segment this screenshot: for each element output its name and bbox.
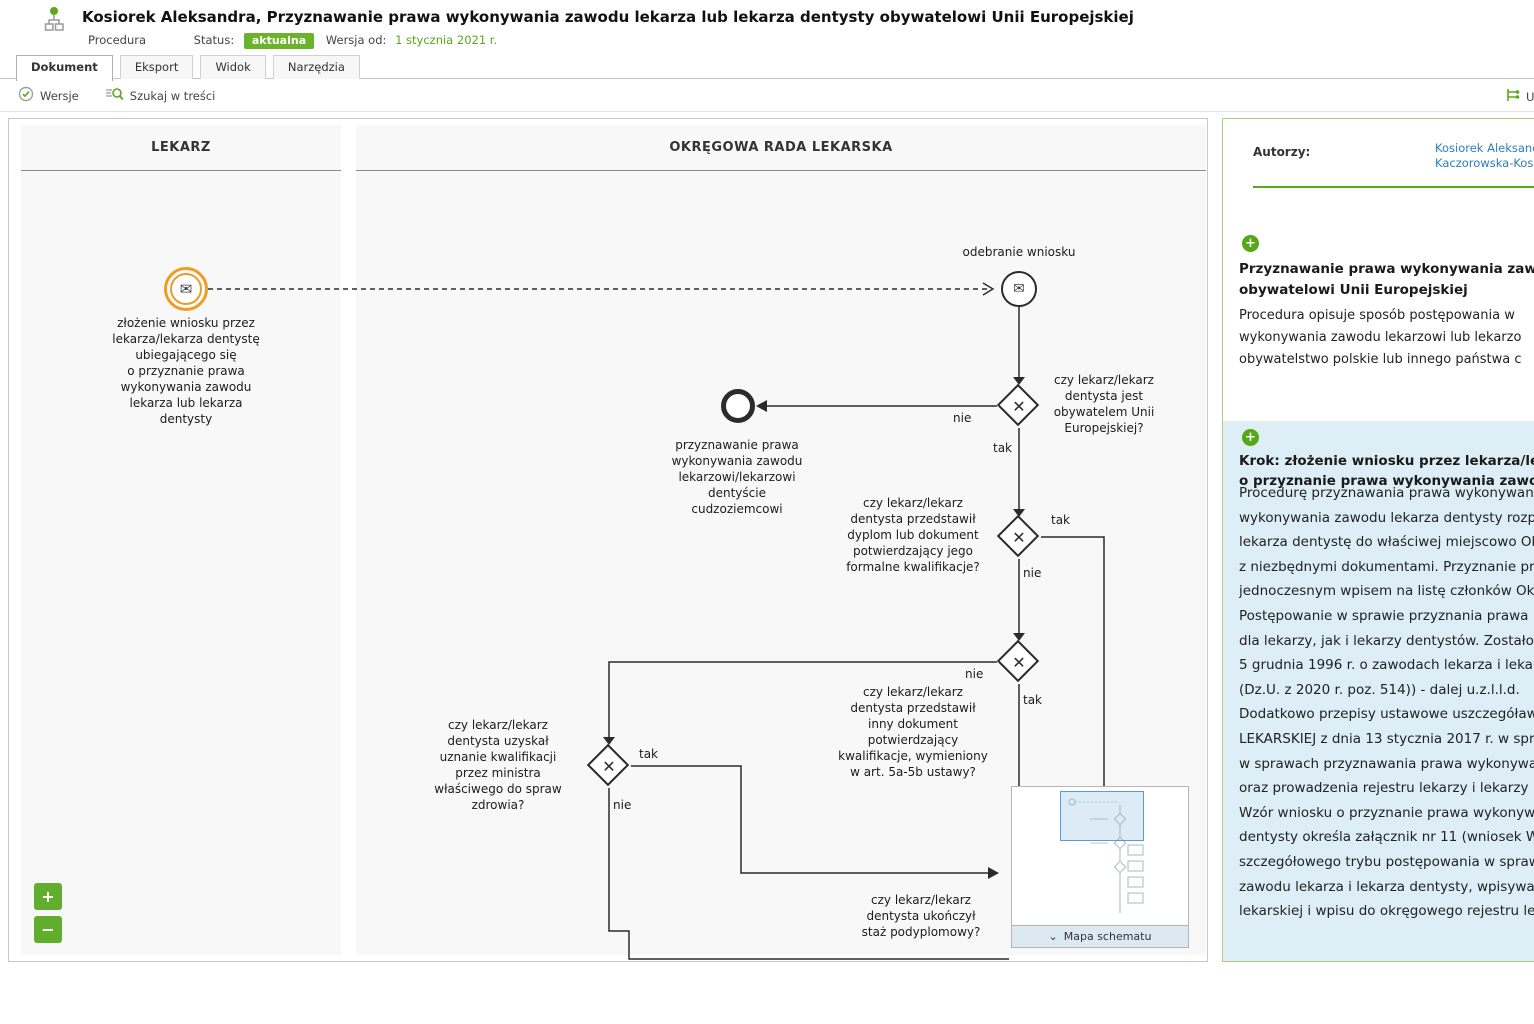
edge-label-nie: nie [613,798,632,812]
envelope-icon: ✉ [1013,281,1025,297]
step-title: Krok: złożenie wniosku przez lekarza/lek… [1239,453,1534,489]
zoom-out-button[interactable]: − [34,916,62,943]
edge-label-tak: tak [1051,513,1071,527]
gateway-minister-recognition[interactable]: ✕ [586,743,631,788]
tab-dokument[interactable]: Dokument [16,55,113,81]
tab-widok[interactable]: Widok [200,55,266,79]
edge-label-tak: tak [993,441,1013,455]
versions-button[interactable]: Wersje [18,86,79,105]
gateway-x-icon: ✕ [602,756,616,776]
tab-eksport[interactable]: Eksport [119,55,194,79]
chevron-down-icon: ⌄ [1048,930,1058,943]
version-label: Wersja od: [325,33,387,47]
minimap-toggle[interactable]: ⌄ Mapa schematu [1011,926,1189,948]
gateway-minister-label: czy lekarz/lekarz dentysta uzyskał uznan… [434,718,562,812]
author-links[interactable]: Kosiorek Aleksandra, Kaczorowska-Kossows… [1435,141,1534,170]
start-event-label: złożenie wniosku przez lekarza/lekarza d… [112,316,260,426]
authors-label: Autorzy: [1253,145,1311,159]
receive-message-event[interactable]: ✉ [1001,271,1037,307]
procedure-type-icon [44,6,72,36]
gateway-x-icon: ✕ [1012,527,1026,547]
gateway-eu-citizen-label: czy lekarz/lekarz dentysta jest obywatel… [1053,373,1155,435]
search-in-content-button[interactable]: Szukaj w treści [105,86,215,105]
expand-plus-icon[interactable]: + [1242,235,1259,252]
edge-label-nie: nie [953,411,972,425]
edge-label-nie: nie [965,667,984,681]
divider [1253,186,1534,188]
step-description-section [1223,421,1534,961]
start-event-message[interactable]: ✉ [164,267,208,311]
search-icon [105,86,124,105]
tab-narzedzia[interactable]: Narzędzia [272,55,360,79]
document-meta: Procedura Status: aktualna Wersja od: 1 … [88,33,497,49]
page-title: Kosiorek Aleksandra, Przyznawanie prawa … [82,8,1134,26]
receive-event-label: odebranie wniosku [962,245,1076,259]
doc-type-label: Procedura [88,33,147,47]
step-body: Procedurę przyznawania prawa wykonywan w… [1239,485,1534,920]
procedure-summary-title: Przyznawanie prawa wykonywania zawod oby… [1239,261,1534,298]
tree-settings-icon [1504,87,1521,106]
diagram-minimap[interactable] [1011,786,1189,926]
end-event-label: przyznawanie prawa wykonywania zawodu le… [671,438,803,516]
minimap-toggle-label: Mapa schematu [1063,930,1152,943]
gateway-x-icon: ✕ [1012,396,1026,416]
version-date: 1 stycznia 2021 r. [395,33,498,47]
minimap-preview [1068,798,1144,913]
edge-label-nie: nie [1023,566,1042,580]
gateway-diploma-label: czy lekarz/lekarz dentysta przedstawił d… [846,496,980,574]
link-end-event[interactable] [721,389,755,423]
lane-lekarz-title: LEKARZ [21,125,341,171]
zoom-in-button[interactable]: + [34,883,62,910]
envelope-icon: ✉ [179,280,193,298]
gateway-eu-citizen[interactable]: ✕ [996,383,1041,428]
diagram-panel: LEKARZ OKRĘGOWA RADA LEKARSKA [8,118,1208,962]
info-sidebar: Autorzy: Kosiorek Aleksandra, Kaczorowsk… [1222,118,1534,962]
lane-rada-title: OKRĘGOWA RADA LEKARSKA [356,125,1206,171]
authors-row: Autorzy: Kosiorek Aleksandra, Kaczorowsk… [1253,141,1534,170]
panel-toggle-button[interactable]: U [1504,87,1534,106]
lane-lekarz: LEKARZ [21,125,341,955]
expand-plus-icon[interactable]: + [1242,429,1259,446]
gateway-diploma[interactable]: ✕ [996,514,1041,559]
tab-bar: Dokument Eksport Widok Narzędzia [0,54,1534,81]
document-header: Kosiorek Aleksandra, Przyznawanie prawa … [0,0,1534,54]
gateway-x-icon: ✕ [1012,652,1026,672]
edge-label-tak: tak [639,747,659,761]
gateway-other-document-label: czy lekarz/lekarz dentysta przedstawił i… [838,685,988,779]
status-label: Status: [193,33,235,47]
edge-label-tak: tak [1023,693,1043,707]
gateway-internship-label: czy lekarz/lekarz dentysta ukończył staż… [861,893,981,939]
flow-connectors [208,282,1105,960]
document-toolbar: Wersje Szukaj w treści U [0,80,1534,112]
status-badge: aktualna [243,33,315,49]
minimap-viewport[interactable] [1060,791,1144,841]
circle-check-icon [18,86,34,105]
gateway-other-document[interactable]: ✕ [996,639,1041,684]
procedure-summary-body: Procedura opisuje sposób postępowania w … [1239,308,1522,367]
